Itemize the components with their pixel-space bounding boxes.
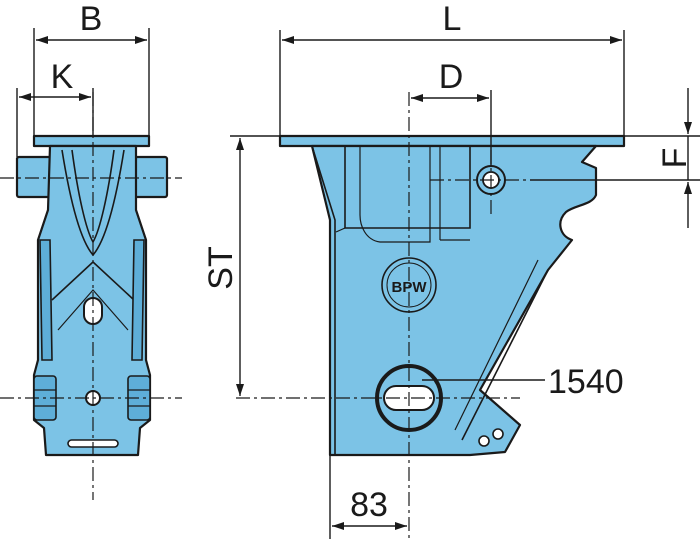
dim-1540-callout: 1540	[422, 363, 624, 401]
label-B: B	[80, 0, 103, 38]
front-small-hole-2	[492, 428, 504, 440]
front-bracket-body	[310, 144, 598, 457]
side-flange-left	[39, 239, 53, 361]
front-inner-profile	[311, 145, 336, 455]
front-diagonal-edge	[461, 269, 549, 441]
side-top-plate	[32, 134, 151, 148]
label-1540: 1540	[548, 363, 624, 401]
dim-83: 83	[329, 455, 407, 539]
dim-K: K	[16, 58, 94, 157]
label-K: K	[51, 58, 74, 96]
dim-B: B	[33, 0, 150, 136]
side-chevron-inner	[57, 289, 129, 331]
front-small-hole-1	[478, 435, 490, 447]
label-D: D	[439, 58, 464, 96]
label-F: F	[656, 148, 694, 169]
front-web-inner	[359, 146, 431, 243]
dim-ST: ST	[202, 135, 280, 396]
dim-L: L	[279, 0, 625, 136]
label-ST: ST	[202, 246, 240, 289]
label-83: 83	[350, 486, 388, 524]
front-web-outline	[344, 146, 471, 229]
label-L: L	[443, 0, 462, 38]
side-view	[0, 92, 182, 500]
dim-D: D	[411, 58, 492, 166]
dim-F: F	[530, 88, 700, 228]
side-flange-right	[131, 239, 145, 361]
front-view: BPW	[236, 92, 626, 539]
front-top-plate	[278, 134, 626, 148]
